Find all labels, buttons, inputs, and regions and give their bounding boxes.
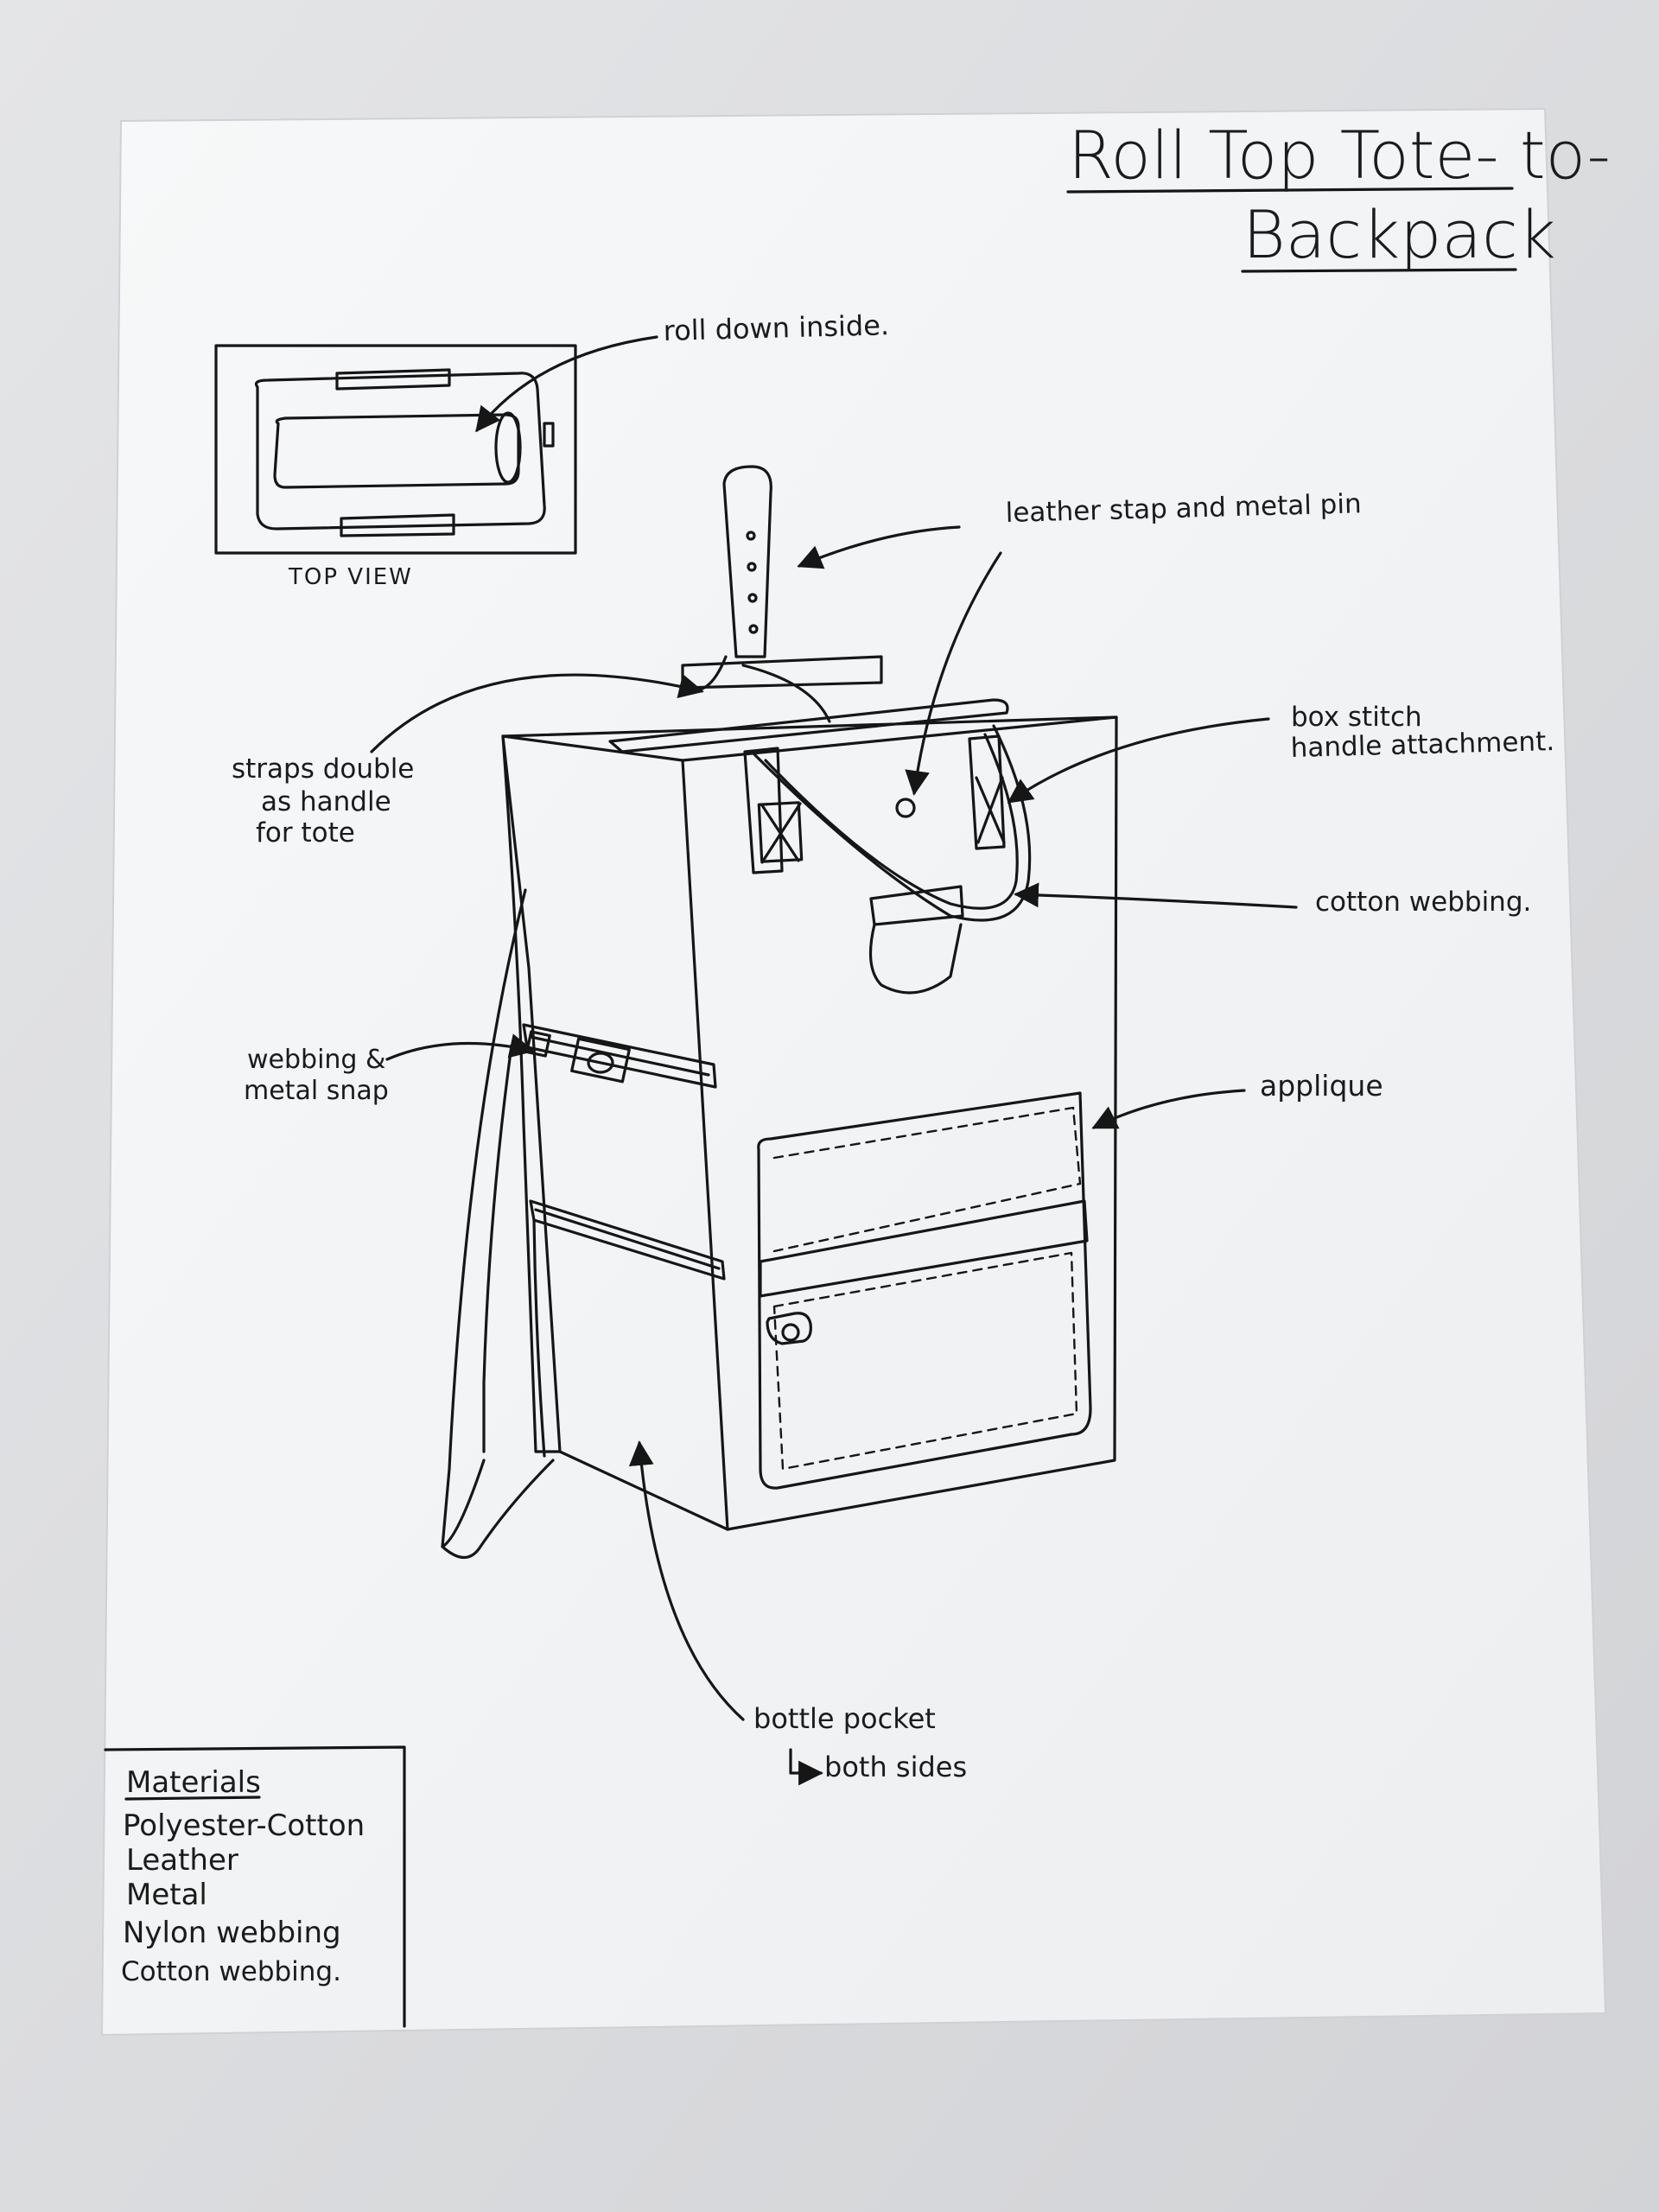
label-bottle-pocket-2: both sides	[824, 1751, 967, 1783]
title-line-1: Roll Top Tote- to-	[1068, 117, 1611, 194]
label-box-stitch-1: box stitch	[1291, 702, 1422, 733]
materials-item: Polyester-Cotton	[123, 1808, 365, 1843]
materials-item: Cotton webbing.	[121, 1956, 341, 1987]
handle-attachment-right	[968, 734, 1006, 850]
materials-box	[104, 1745, 406, 2028]
applique-pocket	[757, 1091, 1092, 1490]
straps-handle-leader	[370, 673, 704, 753]
cotton-webbing-handle	[752, 724, 1032, 922]
leather-tab	[869, 885, 964, 926]
paper-sheet	[100, 107, 1607, 2037]
materials-item: Nylon webbing	[123, 1916, 341, 1950]
label-roll-down: roll down inside.	[663, 308, 889, 347]
top-view-caption: TOP VIEW	[288, 564, 413, 590]
label-box-stitch-2: handle attachment.	[1290, 726, 1554, 764]
shoulder-strap	[441, 888, 555, 1560]
roll-down-leader	[475, 335, 658, 433]
leather-strap-leader	[797, 525, 961, 569]
label-webbing-snap-2: metal snap	[244, 1076, 389, 1106]
title-underline-1	[1066, 187, 1514, 194]
label-cotton-webbing: cotton webbing.	[1315, 887, 1531, 918]
both-sides-arrow	[789, 1748, 823, 1786]
box-stitch-leader	[1007, 717, 1270, 804]
label-straps-1: straps double	[232, 753, 414, 785]
handle-attachment-left	[743, 747, 804, 874]
metal-pin-leader	[905, 551, 1002, 796]
top-view-drawing	[214, 344, 577, 555]
title-line-2: Backpack	[1243, 196, 1556, 273]
cotton-webbing-leader	[1014, 882, 1298, 909]
webbing-snap-leader	[385, 1033, 535, 1061]
materials-item: Metal	[126, 1878, 207, 1912]
label-straps-3: for tote	[256, 817, 355, 849]
label-straps-2: as handle	[261, 786, 391, 817]
label-bottle-pocket-1: bottle pocket	[753, 1702, 936, 1735]
metal-pin	[895, 798, 916, 818]
backpack-body	[501, 698, 1118, 1531]
materials-heading: Materials	[126, 1765, 261, 1800]
label-webbing-snap-1: webbing &	[247, 1045, 385, 1075]
title-underline-2	[1241, 268, 1517, 273]
bottle-pocket-leader	[628, 1440, 745, 1721]
materials-item: Leather	[126, 1843, 238, 1878]
applique-leader	[1091, 1089, 1246, 1129]
label-applique: applique	[1260, 1069, 1383, 1103]
